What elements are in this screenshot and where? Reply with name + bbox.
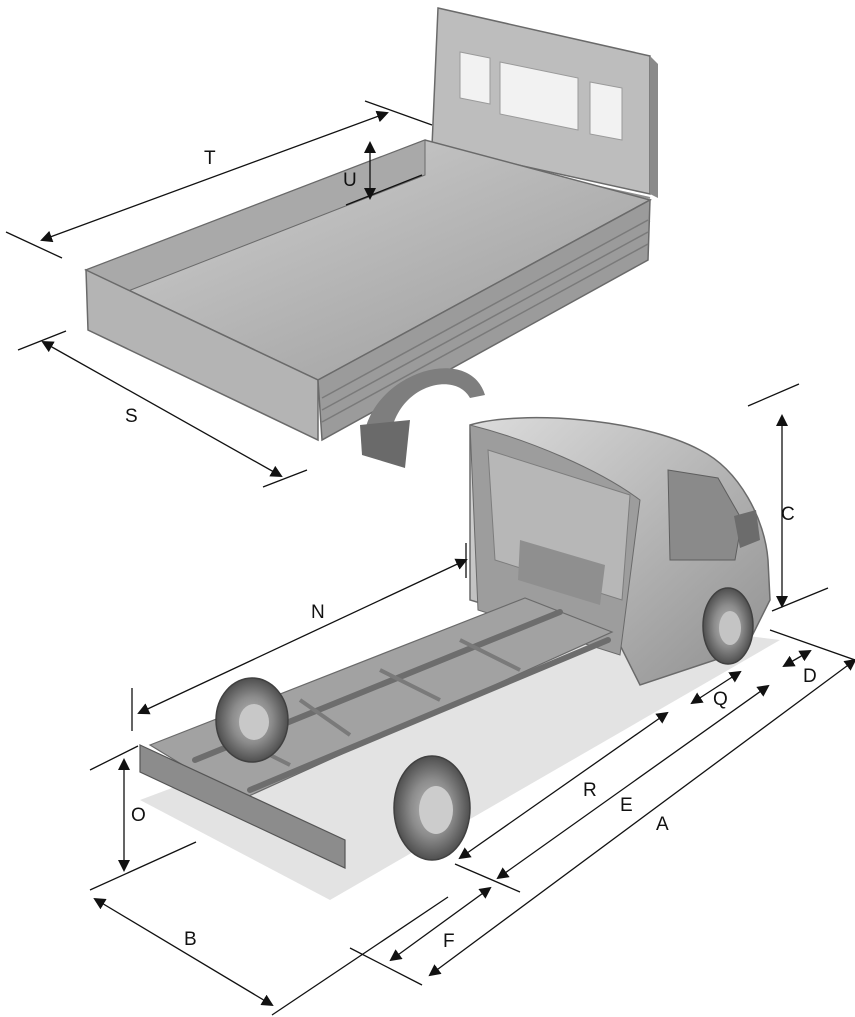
label-b: B: [184, 929, 197, 950]
label-f: F: [443, 931, 455, 952]
label-r: R: [583, 780, 597, 801]
chassis-cab: [139, 416, 780, 900]
headboard-mesh: [459, 51, 623, 141]
label-e: E: [620, 795, 633, 816]
dimension-labels: T U S C N D Q R E A O B F: [125, 148, 817, 952]
label-u: U: [343, 170, 357, 191]
label-t: T: [204, 148, 216, 169]
label-d: D: [803, 666, 817, 687]
label-q: Q: [713, 689, 728, 710]
dimension-lines: [5, 100, 855, 1016]
flatbed-body: [84, 7, 658, 468]
label-s: S: [125, 406, 138, 427]
label-a: A: [656, 814, 669, 835]
label-o: O: [131, 805, 146, 826]
label-n: N: [311, 602, 325, 623]
label-c: C: [781, 504, 795, 525]
